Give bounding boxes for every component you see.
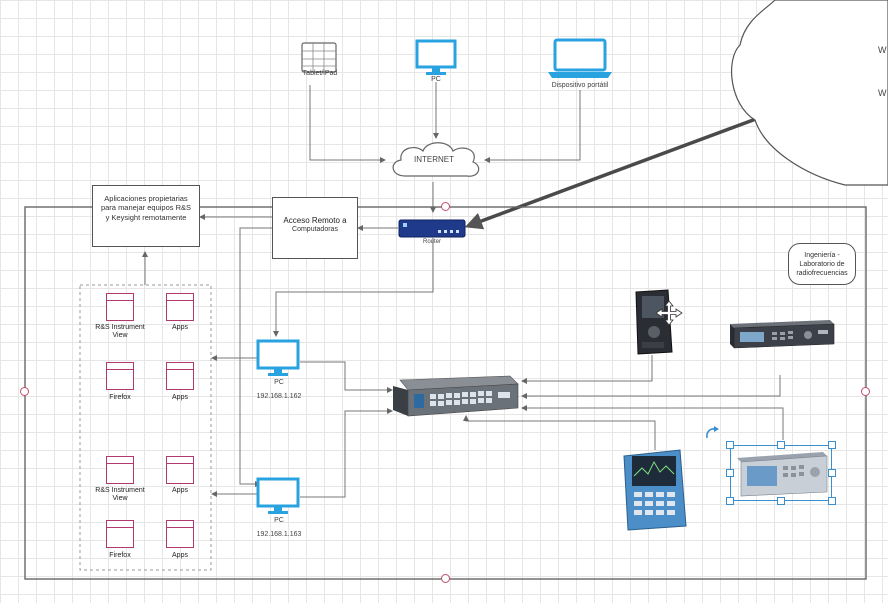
laptop-icon — [548, 38, 612, 78]
pc-2-label: PC — [274, 517, 284, 524]
laptop-node[interactable]: Dispositivo portátil — [545, 38, 615, 90]
app-label-apps-2a: Apps — [172, 487, 188, 494]
selected-instrument-frame[interactable] — [730, 445, 832, 501]
cloud-shape — [731, 0, 888, 186]
tablet-label: Tablet/iPad — [302, 70, 338, 77]
app-icon-apps-2a[interactable] — [166, 456, 194, 484]
benchtop-analyzer-icon — [737, 452, 828, 497]
app-icon-apps-1a[interactable] — [166, 293, 194, 321]
selection-handle-bl[interactable] — [726, 497, 734, 505]
app-icon-firefox-1[interactable] — [106, 362, 134, 390]
monitor-icon — [415, 39, 457, 75]
router-icon — [398, 219, 466, 238]
pc-1-label: PC — [274, 379, 284, 386]
app-label-apps-1b: Apps — [172, 394, 188, 401]
remote-apps-box[interactable]: Aplicaciones propietarias para manejar e… — [92, 185, 200, 247]
resize-handle-left[interactable] — [20, 387, 29, 396]
monitor-icon — [256, 477, 300, 514]
internet-cloud-icon — [392, 142, 480, 177]
router-label: Router — [422, 239, 441, 245]
pc-node-1[interactable]: PC 192.168.1.162 — [252, 338, 306, 408]
app-label-firefox-1: Firefox — [109, 394, 131, 401]
remote-access-title: Acceso Remoto a — [283, 216, 347, 225]
remote-apps-text: Aplicaciones propietarias para manejar e… — [100, 194, 192, 222]
selection-handle-br[interactable] — [828, 497, 836, 505]
selection-handle-tm[interactable] — [777, 441, 785, 449]
router-node[interactable]: Router — [398, 217, 466, 247]
selection-handle-tr[interactable] — [828, 441, 836, 449]
pc-1-ip: 192.168.1.162 — [256, 393, 302, 400]
pc-top-node[interactable]: PC — [412, 38, 460, 86]
app-icon-apps-2b[interactable] — [166, 520, 194, 548]
tablet-node[interactable]: Tablet/iPad — [296, 40, 344, 85]
app-icon-rs-instrument-view-2[interactable] — [106, 456, 134, 484]
monitor-icon — [256, 339, 300, 376]
cloud-text-2: W — [878, 88, 887, 98]
tablet-icon — [301, 42, 337, 73]
remote-access-box[interactable]: Acceso Remoto a Computadoras — [272, 197, 358, 259]
cloud-text-1: W — [878, 45, 887, 55]
selection-handle-ml[interactable] — [726, 469, 734, 477]
selection-handle-tl[interactable] — [726, 441, 734, 449]
pc-node-2[interactable]: PC 192.168.1.163 — [252, 476, 306, 546]
move-cursor-icon — [655, 300, 683, 326]
app-icon-rs-instrument-view-1[interactable] — [106, 293, 134, 321]
lab-label-text: Ingeniería - Laboratorio de radiofrecuen… — [796, 252, 848, 277]
lab-label-box[interactable]: Ingeniería - Laboratorio de radiofrecuen… — [788, 243, 856, 285]
spectrum-analyzer-handheld-icon[interactable] — [614, 446, 694, 532]
pc-2-ip: 192.168.1.163 — [256, 531, 302, 538]
resize-handle-right[interactable] — [861, 387, 870, 396]
pc-top-label: PC — [431, 76, 441, 83]
app-label-rs-2: R&S Instrument View — [95, 487, 145, 503]
app-label-rs-1: R&S Instrument View — [95, 324, 145, 340]
resize-handle-top[interactable] — [441, 202, 450, 211]
selection-handle-bm[interactable] — [777, 497, 785, 505]
app-icon-firefox-2[interactable] — [106, 520, 134, 548]
signal-generator-icon[interactable] — [726, 318, 836, 350]
app-icon-apps-1b[interactable] — [166, 362, 194, 390]
app-label-apps-2b: Apps — [172, 552, 188, 559]
resize-handle-bottom[interactable] — [441, 574, 450, 583]
internet-node[interactable]: INTERNET — [383, 136, 485, 184]
rotate-handle-icon[interactable] — [704, 425, 722, 441]
app-label-firefox-2: Firefox — [109, 552, 131, 559]
remote-access-subtitle: Computadoras — [292, 226, 338, 233]
network-switch-icon[interactable] — [390, 372, 520, 420]
app-label-apps-1a: Apps — [172, 324, 188, 331]
selection-handle-mr[interactable] — [828, 469, 836, 477]
handheld-analyzer-icon[interactable] — [630, 288, 680, 356]
internet-label: INTERNET — [414, 155, 454, 164]
laptop-label: Dispositivo portátil — [551, 82, 609, 89]
